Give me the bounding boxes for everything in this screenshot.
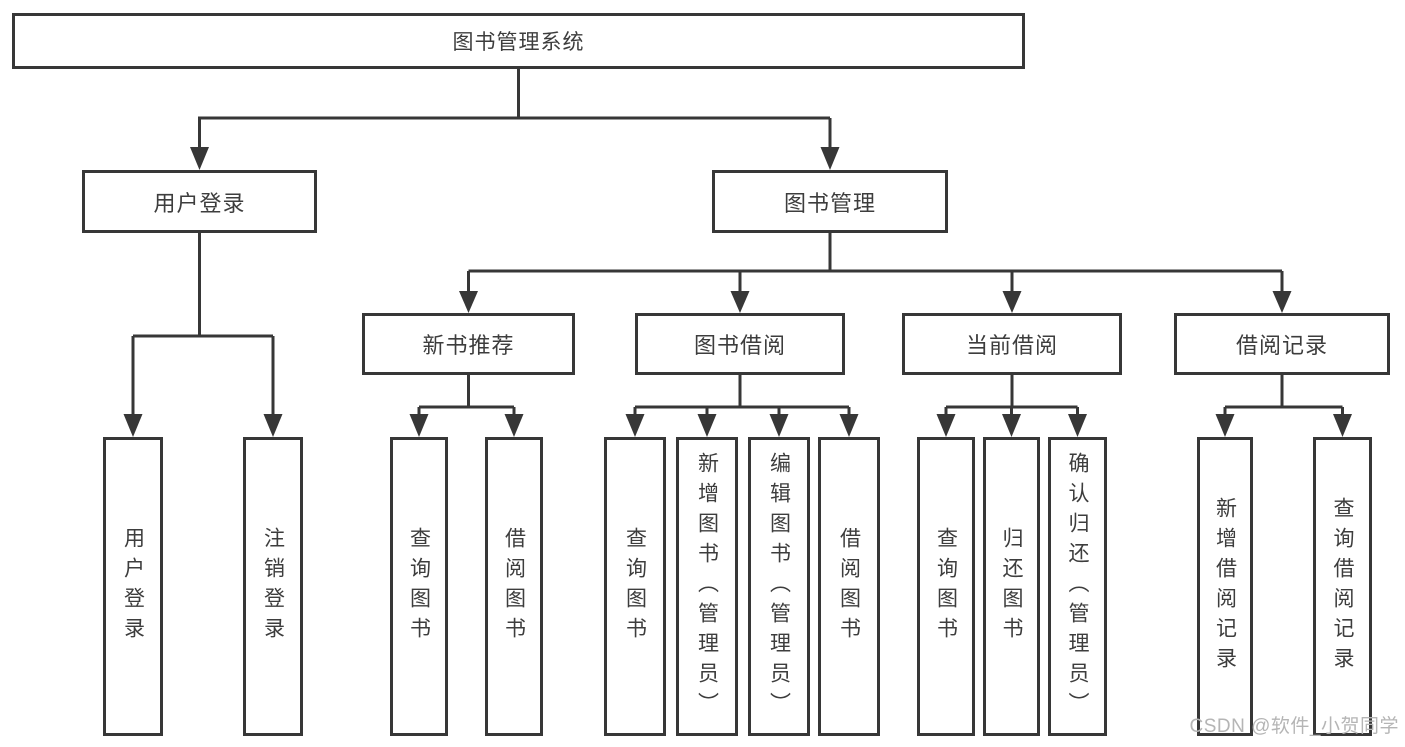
edge-root-to-level2 (190, 69, 840, 170)
edge-new-rec-to-leaves (409, 375, 524, 437)
arrowhead (730, 291, 750, 313)
csdn-watermark: CSDN @软件_小贺同学 (1189, 716, 1399, 737)
edge-record-to-leaves (1215, 375, 1352, 437)
arrowhead (123, 414, 143, 437)
leaf-current-confirm-return-admin: 确认归还（管理员） (1048, 437, 1107, 736)
leaf-borrow-add-books-admin: 新增图书（管理员） (676, 437, 738, 736)
arrowhead (769, 414, 789, 437)
node-book-management: 图书管理 (712, 170, 948, 233)
node-system-root-label: 图书管理系统 (452, 31, 585, 54)
leaf-borrow-query-books: 查询图书 (604, 437, 666, 736)
leaf-borrow-add-books-admin-label: 新增图书（管理员） (695, 451, 719, 722)
leaf-record-query-borrow-record-label: 查询借阅记录 (1331, 496, 1354, 677)
leaf-borrow-query-books-label: 查询图书 (623, 526, 647, 647)
arrowhead (820, 147, 840, 170)
node-user-login-label: 用户登录 (153, 190, 246, 216)
node-book-borrow: 图书借阅 (635, 313, 845, 375)
leaf-user-login-label: 用户登录 (121, 526, 145, 647)
leaf-newrec-query-books: 查询图书 (390, 437, 448, 736)
leaf-logout-label: 注销登录 (261, 526, 285, 647)
edge-borrow-to-leaves (625, 375, 859, 437)
node-current-borrow: 当前借阅 (902, 313, 1122, 375)
arrowhead (504, 414, 524, 437)
arrowhead (1068, 414, 1087, 437)
arrowhead (625, 414, 645, 437)
arrowhead (1215, 414, 1235, 437)
node-system-root: 图书管理系统 (12, 13, 1025, 69)
node-borrow-record: 借阅记录 (1174, 313, 1390, 375)
leaf-current-query-books: 查询图书 (917, 437, 975, 736)
edge-line (198, 69, 832, 150)
edge-book-mgmt-to-level3 (459, 233, 1292, 313)
leaf-borrow-borrow-books: 借阅图书 (818, 437, 880, 736)
leaf-current-return-books-label: 归还图书 (1000, 526, 1023, 647)
leaf-logout: 注销登录 (243, 437, 303, 736)
edge-line (944, 375, 1079, 418)
leaf-record-add-borrow-record: 新增借阅记录 (1197, 437, 1253, 736)
node-new-book-recommend: 新书推荐 (362, 313, 575, 375)
node-book-borrow-label: 图书借阅 (693, 333, 786, 358)
arrowhead (1002, 291, 1022, 313)
node-borrow-record-label: 借阅记录 (1235, 333, 1328, 358)
edge-line (467, 233, 1284, 295)
arrowhead (839, 414, 859, 437)
edge-user-login-to-leaves (123, 233, 283, 437)
edge-line (633, 375, 851, 418)
leaf-newrec-query-books-label: 查询图书 (407, 526, 431, 647)
leaf-borrow-edit-books-admin-label: 编辑图书（管理员） (767, 451, 791, 722)
arrowhead (263, 414, 283, 437)
node-current-borrow-label: 当前借阅 (965, 333, 1058, 358)
arrowhead (1272, 291, 1292, 313)
leaf-newrec-borrow-books-label: 借阅图书 (502, 526, 526, 647)
arrowhead (697, 414, 717, 437)
node-new-book-recommend-label: 新书推荐 (422, 333, 515, 358)
leaf-record-query-borrow-record: 查询借阅记录 (1313, 437, 1372, 736)
arrowhead (459, 291, 478, 313)
leaf-record-add-borrow-record-label: 新增借阅记录 (1213, 496, 1237, 677)
leaf-borrow-edit-books-admin: 编辑图书（管理员） (748, 437, 810, 736)
edge-line (1223, 375, 1344, 418)
leaf-current-query-books-label: 查询图书 (934, 526, 958, 647)
leaf-current-confirm-return-admin-label: 确认归还（管理员） (1066, 451, 1089, 722)
edge-line (131, 233, 275, 418)
edge-line (417, 375, 516, 418)
arrowhead (1002, 414, 1021, 437)
node-book-management-label: 图书管理 (783, 190, 876, 216)
node-user-login: 用户登录 (82, 170, 317, 233)
leaf-user-login: 用户登录 (103, 437, 163, 736)
leaf-current-return-books: 归还图书 (983, 437, 1040, 736)
leaf-newrec-borrow-books: 借阅图书 (485, 437, 543, 736)
arrowhead (409, 414, 429, 437)
arrowhead (190, 147, 209, 170)
edge-current-to-leaves (936, 375, 1087, 437)
arrowhead (1333, 414, 1352, 437)
arrowhead (936, 414, 956, 437)
leaf-borrow-borrow-books-label: 借阅图书 (837, 526, 861, 647)
